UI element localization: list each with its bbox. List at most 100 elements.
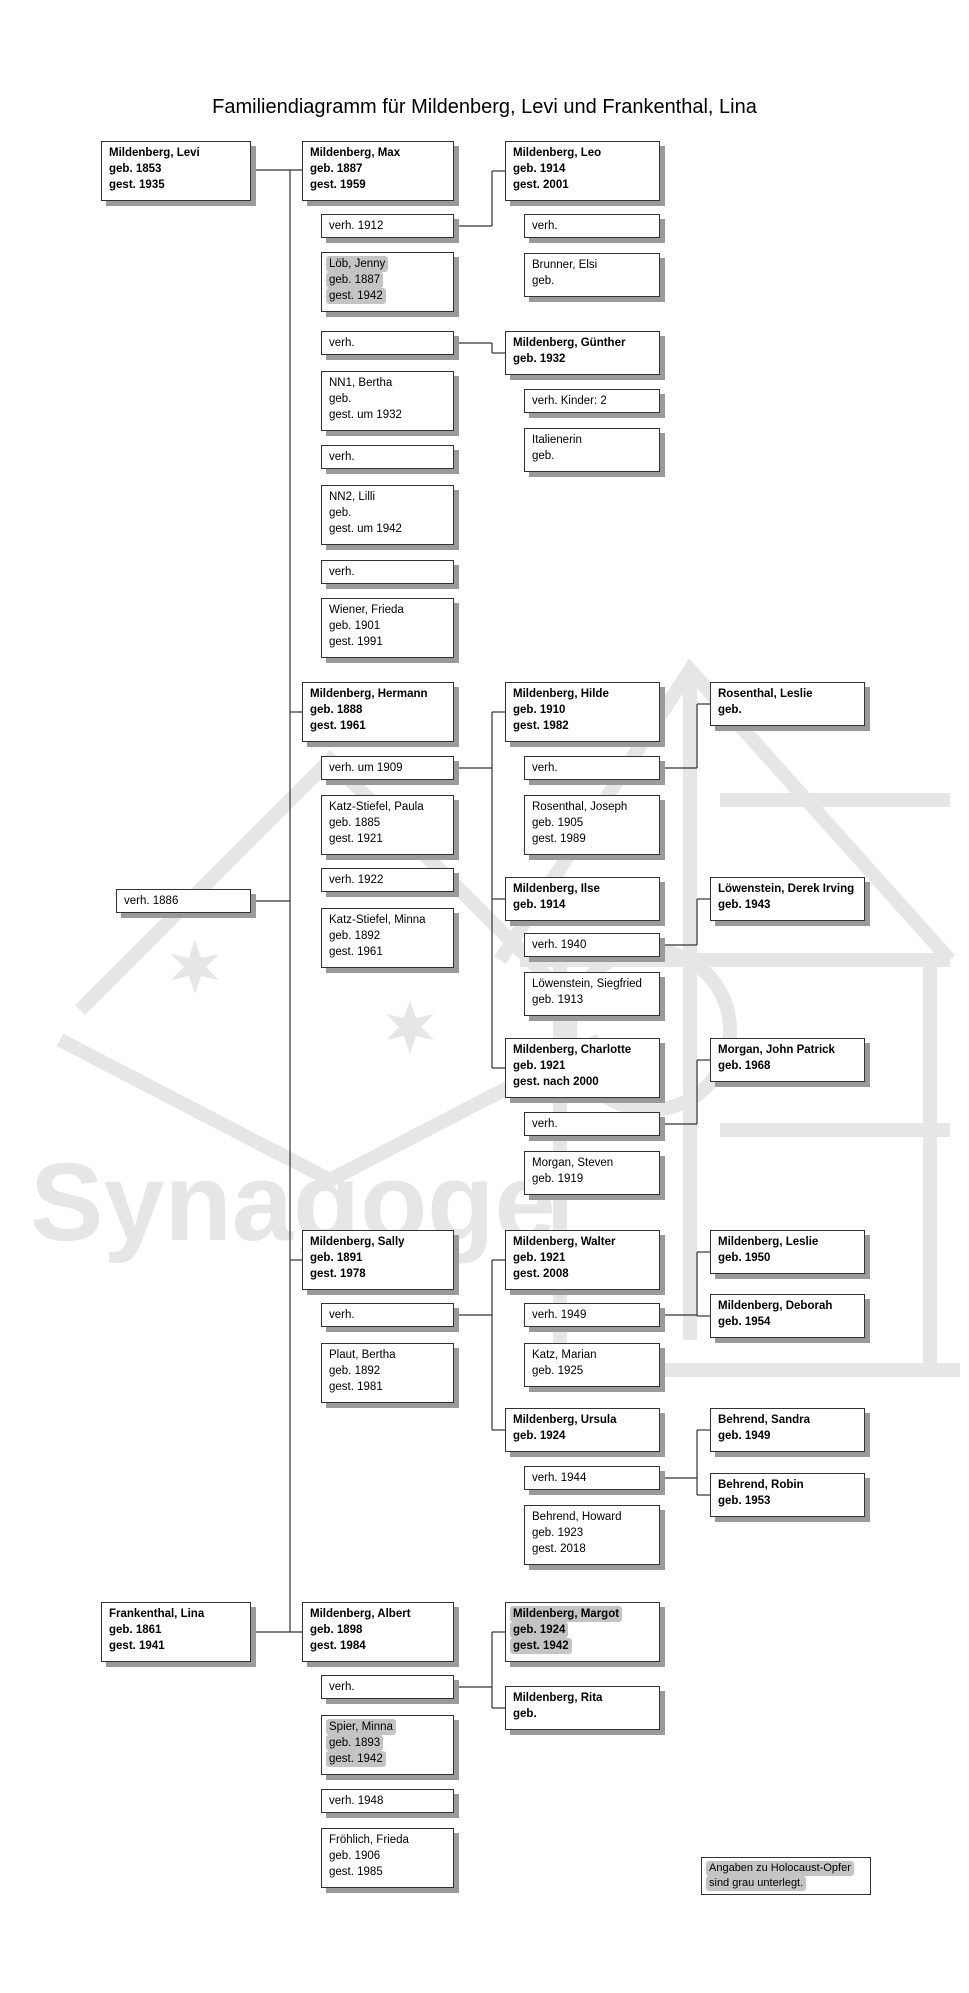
box-line: gest. 2018 — [532, 1543, 586, 1555]
marriage-box-m-max-2: verh. — [321, 331, 454, 355]
box-line: geb. — [513, 1708, 537, 1720]
marriage-box-m-charlotte: verh. — [524, 1112, 660, 1136]
box-line: Wiener, Frieda — [329, 604, 404, 616]
box-line: geb. 1923 — [532, 1527, 584, 1539]
box-line: Behrend, Robin — [718, 1479, 804, 1491]
box-line: gest. 1942 — [326, 1751, 386, 1767]
box-line: Rosenthal, Leslie — [718, 688, 813, 700]
box-line: geb. — [329, 393, 352, 405]
box-line: Löwenstein, Siegfried — [532, 978, 642, 990]
box-line: geb. 1954 — [718, 1316, 771, 1328]
box-line: geb. 1892 — [329, 1365, 381, 1377]
box-line: Italienerin — [532, 434, 582, 446]
box-line: Mildenberg, Ilse — [513, 883, 600, 895]
box-line: gest. 1978 — [310, 1268, 366, 1280]
box-line: verh. 1944 — [532, 1472, 587, 1484]
box-line: verh. um 1909 — [329, 762, 403, 774]
box-line: Frankenthal, Lina — [109, 1608, 205, 1620]
box-line: geb. 1853 — [109, 163, 162, 175]
box-line: geb. 1905 — [532, 817, 584, 829]
box-line: geb. 1891 — [310, 1252, 363, 1264]
box-line: geb. 1921 — [513, 1252, 566, 1264]
marriage-box-m-ursula: verh. 1944 — [524, 1466, 660, 1490]
marriage-box-m-hermann-1: verh. um 1909 — [321, 756, 454, 780]
box-line: verh. — [329, 1309, 355, 1321]
box-line: geb. 1943 — [718, 899, 771, 911]
box-line: Löb, Jenny — [326, 256, 389, 272]
box-line: verh. 1912 — [329, 220, 384, 232]
box-line: geb. 1892 — [329, 930, 381, 942]
page-title: Familiendiagramm für Mildenberg, Levi un… — [212, 96, 757, 118]
marriage-box-m-hilde: verh. — [524, 756, 660, 780]
marriage-box-m-albert-1: verh. — [321, 1675, 454, 1699]
box-line: gest. 1984 — [310, 1640, 366, 1652]
box-line: gest. 2001 — [513, 179, 569, 191]
box-line: verh. 1948 — [329, 1795, 384, 1807]
box-line: Mildenberg, Walter — [513, 1236, 616, 1248]
person-box-rita: Mildenberg, Rita geb. — [505, 1686, 660, 1730]
box-line: Mildenberg, Levi — [109, 147, 200, 159]
box-line: Katz-Stiefel, Minna — [329, 914, 426, 926]
box-line: geb. 1887 — [310, 163, 363, 175]
box-line: geb. 1924 — [513, 1430, 566, 1442]
box-line: Fröhlich, Frieda — [329, 1834, 409, 1846]
box-line: gest. 1989 — [532, 833, 586, 845]
box-line: geb. 1921 — [513, 1060, 566, 1072]
box-line: gest. 1942 — [326, 288, 386, 304]
box-line: geb. 1924 — [510, 1622, 569, 1638]
box-line: gest. nach 2000 — [513, 1076, 599, 1088]
box-line: verh. — [329, 1681, 355, 1693]
box-line: verh. — [532, 220, 558, 232]
box-line: Löwenstein, Derek Irving — [718, 883, 855, 895]
box-line: Mildenberg, Charlotte — [513, 1044, 632, 1056]
marriage-box-m-albert-2: verh. 1948 — [321, 1789, 454, 1813]
box-line: Mildenberg, Ursula — [513, 1414, 617, 1426]
legend-line: sind grau unterlegt. — [706, 1876, 807, 1891]
box-line: verh. Kinder: 2 — [532, 395, 607, 407]
box-line: gest. 1935 — [109, 179, 165, 191]
box-line: Mildenberg, Margot — [510, 1606, 623, 1622]
box-line: Mildenberg, Leo — [513, 147, 602, 159]
box-line: geb. 1968 — [718, 1060, 771, 1072]
box-line: verh. — [532, 1118, 558, 1130]
marriage-box-m-max-4: verh. — [321, 560, 454, 584]
box-line: Katz-Stiefel, Paula — [329, 801, 424, 813]
box-line: Mildenberg, Rita — [513, 1692, 603, 1704]
box-line: Mildenberg, Leslie — [718, 1236, 819, 1248]
marriage-box-m-max-3: verh. — [321, 445, 454, 469]
person-box-ursula: Mildenberg, Ursula geb. 1924 — [505, 1408, 660, 1452]
marriage-box-m-leo: verh. — [524, 214, 660, 238]
marriage-box-m-max-1: verh. 1912 — [321, 214, 454, 238]
marriage-box-m-ilse: verh. 1940 — [524, 933, 660, 957]
box-line: Mildenberg, Günther — [513, 337, 626, 349]
box-line: verh. — [532, 762, 558, 774]
box-line: verh. 1886 — [124, 895, 179, 907]
box-line: geb. 1901 — [329, 620, 381, 632]
box-line: geb. 1919 — [532, 1173, 584, 1185]
box-line: Mildenberg, Max — [310, 147, 401, 159]
person-box-charlotte: Mildenberg, Charlotte geb. 1921 gest. nach… — [505, 1038, 660, 1098]
box-line: verh. 1940 — [532, 939, 587, 951]
box-line: NN2, Lilli — [329, 491, 376, 503]
box-line: geb. 1906 — [329, 1850, 381, 1862]
